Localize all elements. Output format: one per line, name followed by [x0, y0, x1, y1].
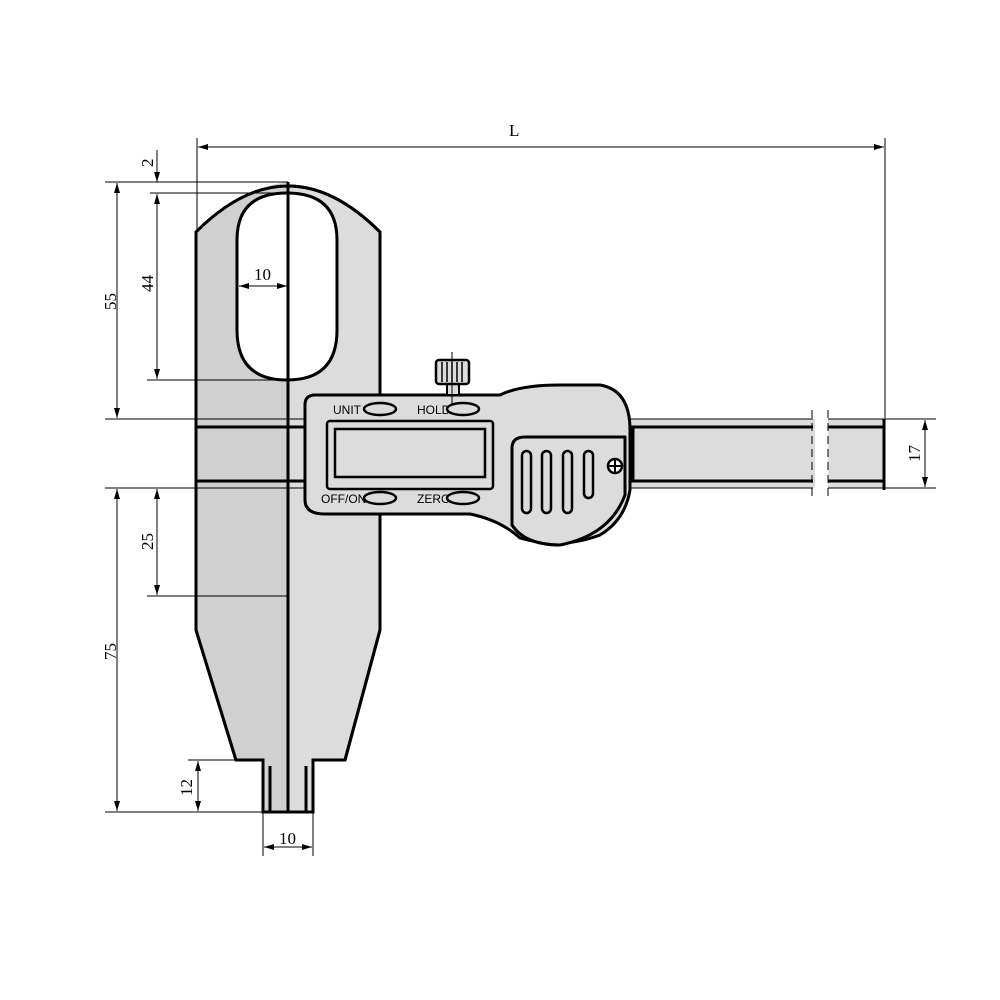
dim-slit-depth: 25	[138, 533, 157, 550]
dim-slot-half-width: 10	[254, 265, 271, 284]
zero-label: ZERO	[417, 492, 450, 506]
hold-button[interactable]	[445, 401, 481, 417]
thumb-grip	[510, 435, 627, 547]
dim-lower-height: 75	[101, 643, 120, 660]
dim-upper-height: 55	[101, 293, 120, 310]
power-button[interactable]	[362, 490, 398, 506]
grip-ridges	[520, 449, 595, 515]
power-label: OFF/ON	[321, 492, 366, 506]
dim-tip-height: 12	[177, 779, 196, 796]
caliper-body: UNIT HOLD OFF/ON ZERO	[303, 352, 632, 547]
beam	[620, 410, 886, 498]
unit-label: UNIT	[333, 403, 362, 417]
unit-button[interactable]	[362, 401, 398, 417]
dim-length: L	[509, 121, 519, 140]
dim-tip-width: 10	[279, 829, 296, 848]
dim-top-offset: 2	[138, 159, 157, 168]
hold-label: HOLD	[417, 403, 451, 417]
jaw	[194, 182, 382, 814]
screw-icon	[606, 457, 624, 475]
dim-slot-height: 44	[138, 275, 157, 293]
dim-beam-height: 17	[905, 445, 924, 463]
lock-screw[interactable]	[434, 352, 471, 405]
lcd-display	[333, 427, 487, 479]
dimensions: L 2 55 44 10 25 75 12 10 17	[101, 121, 936, 856]
zero-button[interactable]	[445, 490, 481, 506]
